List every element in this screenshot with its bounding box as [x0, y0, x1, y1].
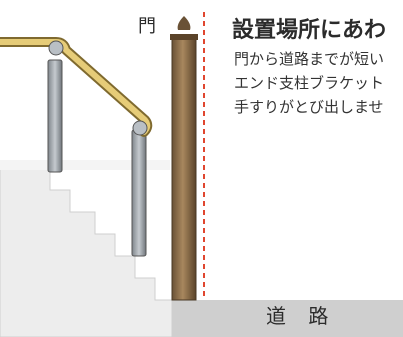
wall-top-ledge: [0, 160, 170, 170]
gate-post-top: [170, 34, 198, 40]
body-text-line-2: エンド支柱ブラケット: [234, 74, 385, 92]
road-label: 道 路: [266, 304, 337, 328]
handrail-highlight: [0, 39, 151, 135]
body-text-line-3: 手すりがとび出しませ: [234, 98, 384, 116]
gate-post-finial: [177, 16, 191, 30]
body-text-line-1: 門から道路までが短い: [234, 50, 385, 68]
handrail-bracket-1: [48, 40, 64, 56]
support-post-1: [47, 59, 63, 173]
support-post-2: [131, 129, 147, 257]
section-heading: 設置場所にあわ: [232, 18, 387, 43]
handrail-bracket-2: [132, 120, 148, 136]
gate-label: 門: [138, 16, 156, 37]
gate-post: [171, 37, 197, 301]
road-surface: [172, 300, 403, 337]
